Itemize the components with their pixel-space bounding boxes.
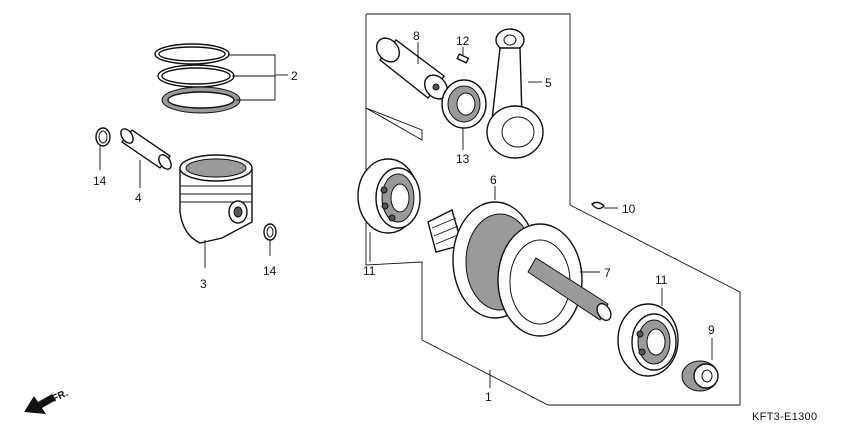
woodruff-key (590, 201, 605, 210)
diagram-code: KFT3-E1300 (752, 411, 817, 423)
piston (179, 154, 253, 244)
radial-ball-bearing-right (617, 303, 679, 377)
callout-3: 3 (200, 277, 207, 291)
piston-pin-clip-left (95, 127, 111, 147)
callout-4: 4 (135, 191, 142, 205)
callout-8: 8 (413, 29, 420, 43)
crank-pin-key (456, 53, 470, 64)
assembly-frame (365, 13, 741, 406)
callout-12: 12 (456, 34, 470, 48)
callout-5: 5 (545, 76, 552, 90)
needle-bearing (441, 79, 487, 129)
direction-label: FR. (51, 388, 70, 405)
front-direction-arrow-icon (24, 394, 56, 414)
callout-13: 13 (456, 152, 470, 166)
callout-11-right: 11 (655, 273, 668, 287)
crankshaft (427, 201, 612, 337)
callout-7: 7 (604, 266, 611, 280)
callout-11-left: 11 (363, 264, 376, 278)
callout-6: 6 (490, 173, 497, 187)
callout-9: 9 (708, 323, 715, 337)
piston-pin-clip-right (263, 223, 277, 241)
radial-ball-bearing-left (357, 158, 421, 234)
callout-14-left: 14 (93, 174, 107, 188)
piston-rings (154, 43, 241, 114)
callout-1: 1 (485, 390, 492, 404)
cam-chain-drive-sprocket (681, 360, 719, 392)
connecting-rod (486, 28, 544, 159)
callout-14-right: 14 (263, 264, 277, 278)
callout-2: 2 (291, 69, 298, 83)
callout-10: 10 (622, 202, 636, 216)
crank-pin (375, 37, 449, 100)
piston-pin (120, 128, 172, 170)
